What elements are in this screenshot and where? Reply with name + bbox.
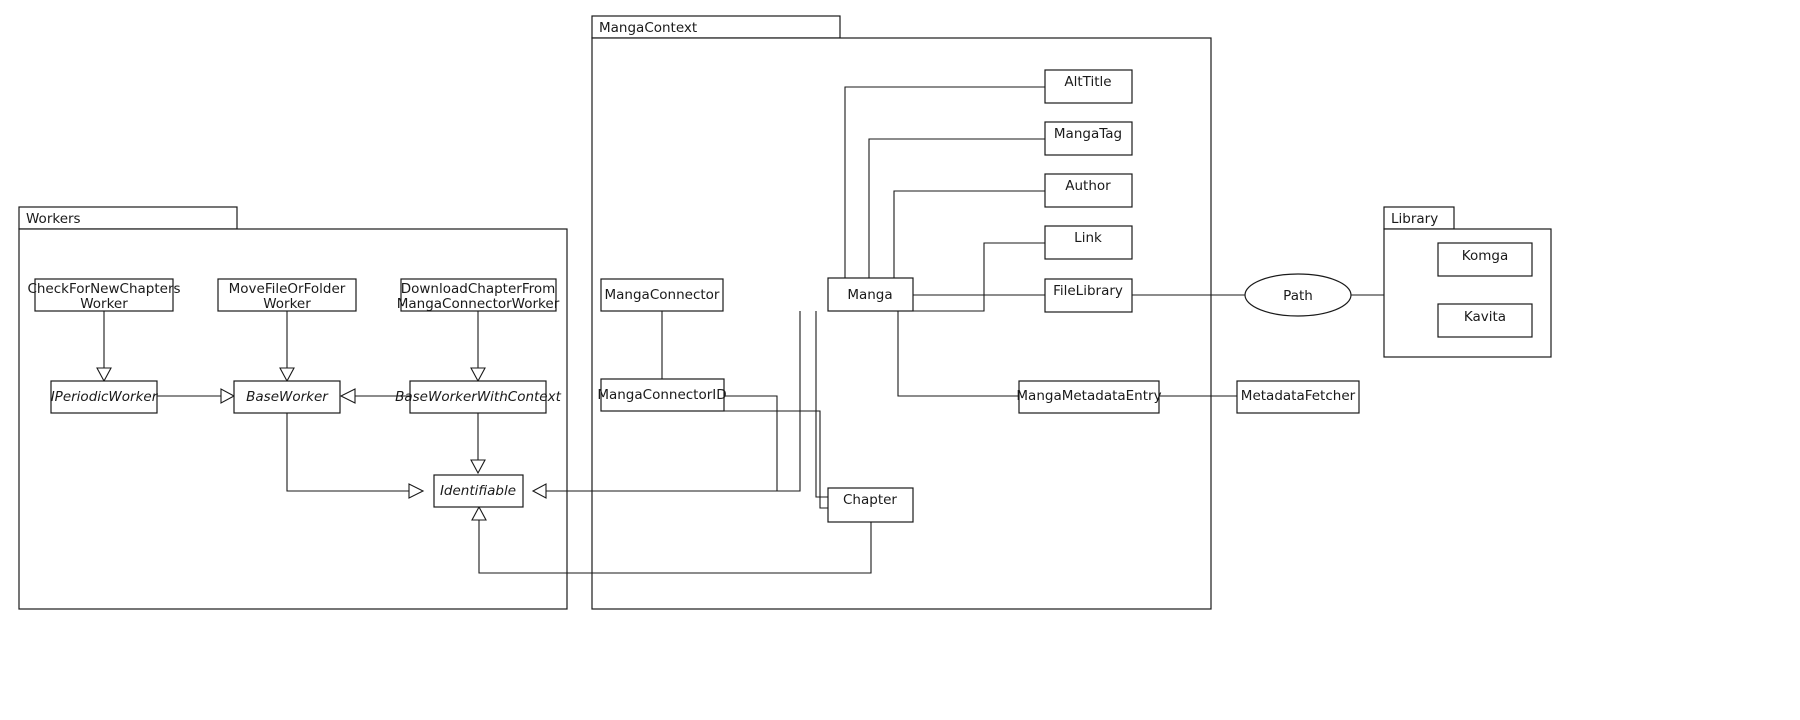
- node-box: [400, 278, 557, 312]
- node-filelibrary[interactable]: FileLibrary: [1044, 278, 1133, 313]
- node-box: [409, 380, 547, 414]
- node-box: [827, 487, 914, 523]
- node-iperiodicworker[interactable]: IPeriodicWorker: [50, 380, 159, 414]
- node-label: MangaConnectorID: [597, 387, 726, 403]
- edge-manga-to-chapter: [815, 311, 828, 498]
- node-label: Chapter: [843, 492, 897, 508]
- node-box: [1044, 121, 1133, 156]
- arrowhead-generalization: [471, 505, 487, 521]
- node-box: [1018, 380, 1160, 414]
- node-label: BaseWorker: [246, 389, 329, 405]
- edge-manga-to-alttitle: [844, 86, 1045, 278]
- node-ellipse: [1244, 273, 1352, 317]
- arrowhead-generalization: [408, 483, 425, 499]
- node-move-file-or-folder-worker[interactable]: MoveFileOrFolder Worker: [217, 278, 357, 312]
- node-label: IPeriodicWorker: [51, 389, 159, 405]
- node-label: FileLibrary: [1053, 283, 1123, 299]
- node-link[interactable]: Link: [1044, 225, 1133, 260]
- node-label: Path: [1283, 288, 1313, 304]
- node-box: [1437, 242, 1533, 277]
- node-box: [600, 378, 725, 412]
- node-box: [600, 278, 724, 312]
- node-baseworker[interactable]: BaseWorker: [233, 380, 341, 414]
- edge-manga-to-mangametadataentry: [897, 311, 1019, 397]
- node-mangaconnector[interactable]: MangaConnector: [600, 278, 724, 312]
- node-box: [1044, 173, 1133, 208]
- package-workers-label: Workers: [26, 211, 81, 227]
- node-label: Identifiable: [440, 483, 516, 499]
- node-download-chapter-from-manga-connector-worker[interactable]: DownloadChapterFrom MangaConnectorWorker: [397, 278, 560, 312]
- node-box: [233, 380, 341, 414]
- node-mangatag[interactable]: MangaTag: [1044, 121, 1133, 156]
- node-path[interactable]: Path: [1244, 273, 1352, 317]
- node-label: MetadataFetcher: [1241, 388, 1356, 404]
- node-alttitle[interactable]: AltTitle: [1044, 69, 1133, 104]
- arrowhead-generalization: [470, 367, 486, 383]
- edge-chapter-to-identifiable: [478, 520, 872, 574]
- node-label: Komga: [1462, 248, 1508, 264]
- arrowhead-generalization: [96, 367, 112, 383]
- node-mangaconnectorid[interactable]: MangaConnectorID: [597, 378, 727, 412]
- node-label-line2: Worker: [263, 296, 311, 312]
- node-label: Author: [1065, 178, 1111, 194]
- arrowhead-generalization: [220, 388, 236, 404]
- node-author[interactable]: Author: [1044, 173, 1133, 208]
- edge-manga-to-author: [893, 190, 1045, 278]
- package-mangacontext-label: MangaContext: [599, 20, 697, 36]
- node-komga[interactable]: Komga: [1437, 242, 1533, 277]
- node-box: [1044, 278, 1133, 313]
- edge-manga-to-link: [913, 242, 1045, 312]
- node-box: [34, 278, 174, 312]
- node-box: [1044, 69, 1133, 104]
- arrowhead-generalization: [339, 388, 356, 404]
- node-label: AltTitle: [1064, 74, 1111, 90]
- node-box: [827, 277, 914, 312]
- node-label: Link: [1074, 230, 1102, 246]
- edge-baseworker-to-identifiable: [286, 413, 409, 492]
- node-label: BaseWorkerWithContext: [395, 389, 561, 405]
- node-label: Kavita: [1464, 309, 1506, 325]
- arrowhead-generalization: [279, 367, 295, 383]
- edge-manga-to-mangatag: [868, 138, 1045, 278]
- node-box: [1437, 303, 1533, 338]
- node-check-for-new-chapters-worker[interactable]: CheckForNewChapters Worker: [27, 278, 181, 312]
- node-chapter[interactable]: Chapter: [827, 487, 914, 523]
- edge-mangaconnectorid-to-chapter: [724, 410, 828, 509]
- node-manga[interactable]: Manga: [827, 277, 914, 312]
- node-identifiable[interactable]: Identifiable: [433, 474, 524, 508]
- node-baseworkerwithcontext[interactable]: BaseWorkerWithContext: [395, 380, 562, 414]
- package-library-label: Library: [1391, 211, 1438, 227]
- node-box: [1236, 380, 1360, 414]
- node-label-line2: Worker: [80, 296, 128, 312]
- edge-manga-to-identifiable: [546, 311, 801, 492]
- node-box: [217, 278, 357, 312]
- arrowhead-generalization: [470, 459, 486, 475]
- node-metadatafetcher[interactable]: MetadataFetcher: [1236, 380, 1360, 414]
- node-label-line1: CheckForNewChapters: [27, 281, 180, 297]
- node-label-line1: DownloadChapterFrom: [401, 281, 556, 297]
- node-label-line2: MangaConnectorWorker: [397, 296, 560, 312]
- node-box: [50, 380, 158, 414]
- node-box: [1044, 225, 1133, 260]
- node-box: [433, 474, 524, 508]
- node-label: MangaMetadataEntry: [1016, 388, 1161, 404]
- node-label: MangaTag: [1054, 126, 1122, 142]
- node-label-line1: MoveFileOrFolder: [229, 281, 346, 297]
- node-mangametadataentry[interactable]: MangaMetadataEntry: [1016, 380, 1162, 414]
- node-label: MangaConnector: [605, 287, 720, 303]
- node-kavita[interactable]: Kavita: [1437, 303, 1533, 338]
- node-label: Manga: [847, 287, 892, 303]
